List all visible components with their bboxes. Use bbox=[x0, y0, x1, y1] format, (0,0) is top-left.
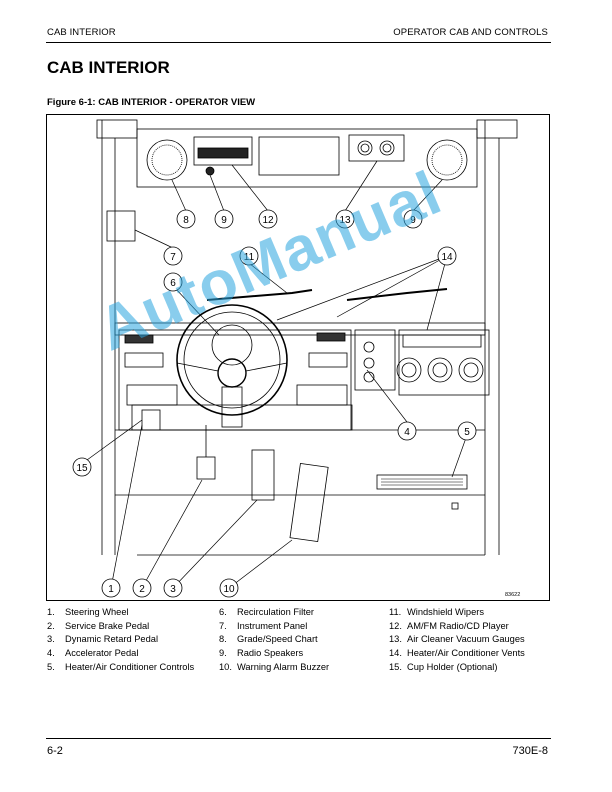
callout-15: 15 bbox=[72, 457, 92, 477]
svg-text:6: 6 bbox=[170, 278, 176, 289]
legend-item: 1.Steering Wheel bbox=[47, 607, 129, 617]
legend-item: 2.Service Brake Pedal bbox=[47, 620, 150, 631]
vacuum-gauges bbox=[348, 134, 405, 162]
svg-text:9: 9 bbox=[221, 215, 227, 226]
svg-text:12: 12 bbox=[262, 215, 274, 226]
callout-1: 1 bbox=[101, 578, 121, 598]
legend-column-1: 1.Steering Wheel 2.Service Brake Pedal 3… bbox=[47, 606, 194, 675]
callout-11: 11 bbox=[239, 246, 259, 266]
accelerator-pedal bbox=[289, 462, 329, 543]
legend-item: 4.Accelerator Pedal bbox=[47, 648, 139, 659]
callout-13: 13 bbox=[335, 209, 355, 229]
recirculation-filter bbox=[376, 474, 468, 490]
svg-text:5: 5 bbox=[464, 427, 470, 438]
dash-top bbox=[114, 322, 486, 336]
svg-text:7: 7 bbox=[170, 252, 176, 263]
running-header-left: CAB INTERIOR bbox=[47, 27, 116, 38]
svg-text:2: 2 bbox=[139, 584, 145, 595]
figure-cab-interior: 8 9 12 13 9 7 11 14 6 4 5 15 1 2 3 10 83… bbox=[46, 114, 550, 601]
legend-item: 3.Dynamic Retard Pedal bbox=[47, 634, 159, 645]
service-brake-pedal bbox=[196, 456, 216, 480]
legend-item: 7.Instrument Panel bbox=[219, 620, 308, 631]
callout-9-left: 8 bbox=[176, 209, 196, 229]
callout-9-right: 9 bbox=[403, 209, 423, 229]
svg-text:4: 4 bbox=[404, 427, 410, 438]
legend-item: 10.Warning Alarm Buzzer bbox=[219, 661, 330, 672]
callout-3: 3 bbox=[163, 578, 183, 598]
legend-item: 5.Heater/Air Conditioner Controls bbox=[47, 661, 195, 672]
radio-cd-player bbox=[193, 136, 253, 166]
legend-item: 15.Cup Holder (Optional) bbox=[389, 661, 498, 672]
callout-6: 5 bbox=[457, 421, 477, 441]
wiper-left bbox=[206, 289, 313, 301]
steering-wheel bbox=[176, 304, 288, 416]
running-header-right: OPERATOR CAB AND CONTROLS bbox=[393, 27, 548, 38]
callout-2: 2 bbox=[132, 578, 152, 598]
switch-bank-left bbox=[124, 352, 164, 368]
legend-item: 9.Radio Speakers bbox=[219, 648, 304, 659]
legend-item: 6.Recirculation Filter bbox=[219, 607, 314, 617]
wiper-right bbox=[346, 288, 448, 301]
page-number: 6-2 bbox=[47, 745, 63, 757]
overhead-console bbox=[136, 128, 478, 188]
svg-text:9: 9 bbox=[410, 215, 416, 226]
svg-text:10: 10 bbox=[223, 584, 235, 595]
cab-pillar-top-right bbox=[476, 119, 518, 139]
document-id: 730E-8 bbox=[512, 745, 548, 757]
header-rule bbox=[46, 42, 551, 43]
legend-item: 13.Air Cleaner Vacuum Gauges bbox=[389, 634, 525, 645]
svg-text:8: 8 bbox=[183, 215, 189, 226]
callout-14: 14 bbox=[437, 246, 457, 266]
page-title: CAB INTERIOR bbox=[47, 58, 170, 77]
callout-10: 9 bbox=[214, 209, 234, 229]
retard-pedal bbox=[251, 449, 275, 501]
grade-speed-chart bbox=[106, 210, 136, 242]
callout-8: 7 bbox=[163, 246, 183, 266]
legend-item: 11.Windshield Wipers bbox=[389, 607, 484, 617]
legend-item: 14.Heater/Air Conditioner Vents bbox=[389, 648, 525, 659]
figure-code: 83622 bbox=[505, 592, 520, 598]
speaker-right bbox=[426, 139, 468, 181]
legend-column-2: 6.Recirculation Filter 7.Instrument Pane… bbox=[219, 606, 329, 675]
svg-text:3: 3 bbox=[170, 584, 176, 595]
figure-caption: Figure 6-1: CAB INTERIOR - OPERATOR VIEW bbox=[47, 97, 256, 108]
callout-5: 4 bbox=[397, 421, 417, 441]
callout-4: 10 bbox=[219, 578, 239, 598]
svg-text:1: 1 bbox=[108, 584, 114, 595]
svg-text:14: 14 bbox=[441, 252, 453, 263]
alarm-buzzer bbox=[205, 166, 215, 176]
footer-rule bbox=[46, 738, 551, 739]
console-panel bbox=[258, 136, 340, 176]
cab-interior-drawing: 8 9 12 13 9 7 11 14 6 4 5 15 1 2 3 10 83… bbox=[72, 119, 520, 598]
switch-bank-right bbox=[308, 352, 348, 368]
cup-holder bbox=[141, 409, 161, 431]
callout-7: 6 bbox=[163, 272, 183, 292]
legend-item: 8.Grade/Speed Chart bbox=[219, 634, 318, 645]
speaker-left bbox=[146, 139, 188, 181]
svg-text:11: 11 bbox=[244, 252, 255, 263]
hvac-controls bbox=[354, 329, 396, 391]
right-dash-panel bbox=[398, 329, 490, 396]
svg-text:15: 15 bbox=[76, 463, 88, 474]
svg-text:13: 13 bbox=[339, 215, 351, 226]
instrument-gauge bbox=[211, 324, 253, 366]
legend-column-3: 11.Windshield Wipers 12.AM/FM Radio/CD P… bbox=[389, 606, 525, 675]
cab-pillar-top-left bbox=[96, 119, 138, 139]
callout-12: 12 bbox=[258, 209, 278, 229]
legend-item: 12.AM/FM Radio/CD Player bbox=[389, 620, 509, 631]
